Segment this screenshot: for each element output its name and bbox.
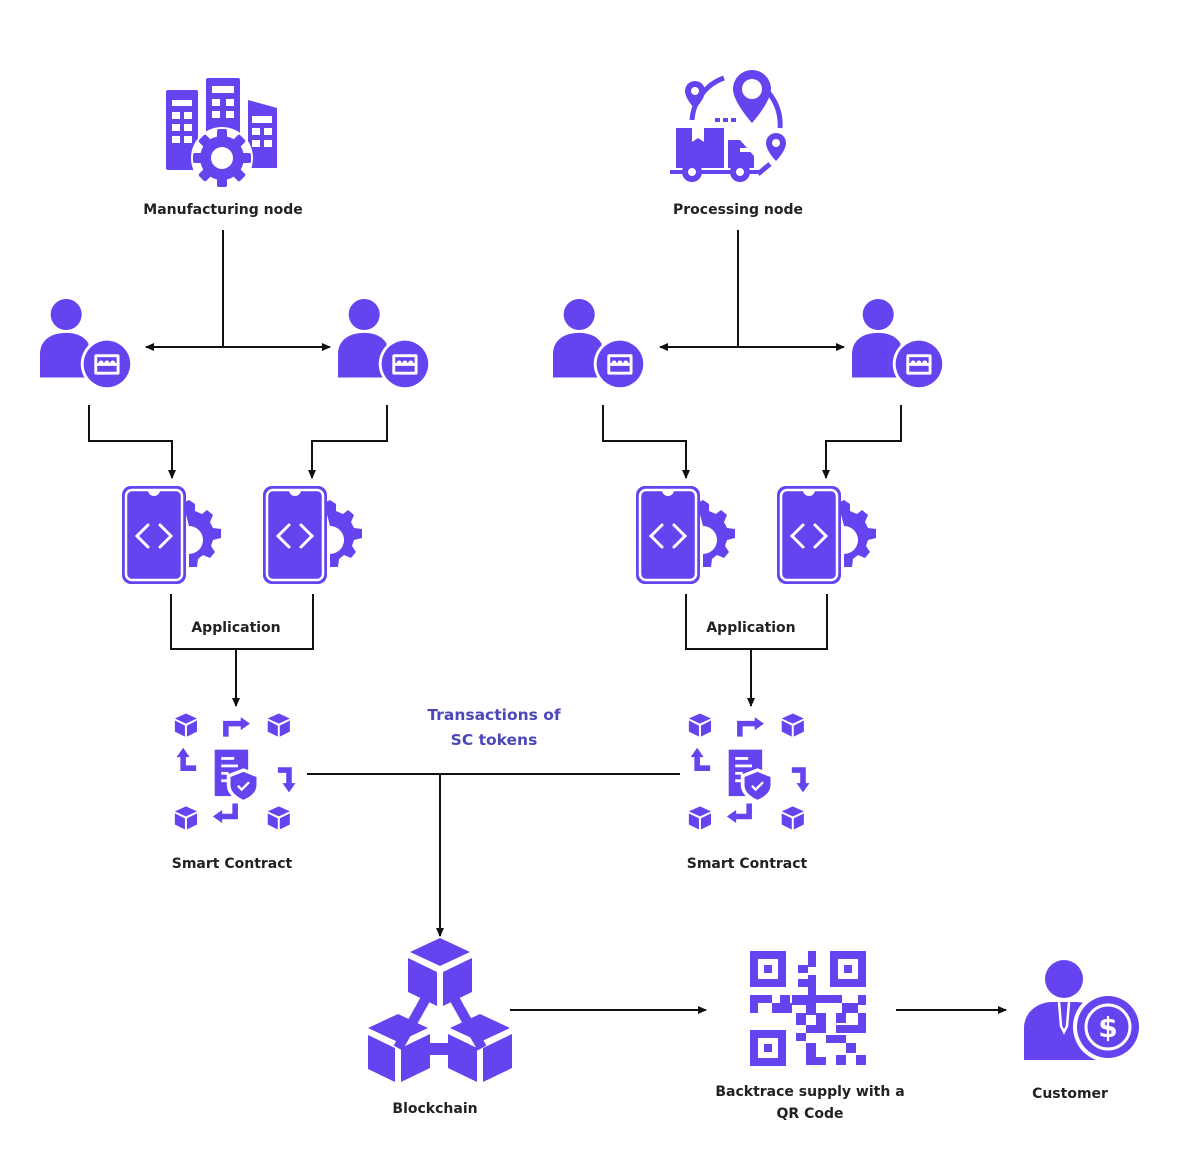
qr-code-icon — [750, 951, 866, 1066]
mobile-app-code-gear-icon — [635, 485, 735, 585]
mobile-app-code-gear-icon — [262, 485, 362, 585]
transactions-line-1: Transactions of — [427, 706, 561, 724]
application-label-right: Application — [706, 620, 796, 636]
svg-text:$: $ — [1098, 1011, 1117, 1044]
qr-label: Backtrace supply with a QR Code — [715, 1081, 904, 1125]
connector-user1-app1 — [88, 405, 176, 479]
qr-label-line-2: QR Code — [776, 1106, 844, 1122]
qr-label-line-1: Backtrace supply with a — [715, 1084, 905, 1100]
blockchain-label: Blockchain — [392, 1101, 478, 1117]
blockchain-cubes-icon — [366, 938, 512, 1082]
manufacturing-node-label: Manufacturing node — [143, 202, 303, 218]
transactions-line-2: SC tokens — [450, 731, 538, 749]
connector-apps-right — [685, 594, 828, 650]
application-label-left: Application — [191, 620, 281, 636]
smart-contract-icon — [172, 710, 302, 832]
customer-label: Customer — [1032, 1086, 1108, 1102]
user-store-icon — [553, 298, 650, 395]
smart-contract-label-right: Smart Contract — [686, 856, 808, 872]
connector-apps-left — [170, 594, 314, 650]
user-store-icon — [852, 298, 949, 395]
mobile-app-code-gear-icon — [121, 485, 221, 585]
smart-contract-icon — [686, 710, 816, 832]
connector-user2-app2 — [308, 405, 388, 479]
user-store-icon — [338, 298, 435, 395]
processing-node-label: Processing node — [672, 202, 804, 218]
delivery-truck-location-icon — [670, 68, 790, 186]
mobile-app-code-gear-icon — [776, 485, 876, 585]
connector-user3-app3 — [602, 405, 690, 479]
factory-gear-icon — [166, 78, 278, 189]
smart-contract-label-left: Smart Contract — [171, 856, 293, 872]
user-store-icon — [40, 298, 137, 395]
connector-user4-app4 — [822, 405, 902, 479]
transactions-annotation: Transactions of SC tokens — [427, 703, 560, 753]
customer-dollar-icon: $ — [1024, 960, 1143, 1062]
